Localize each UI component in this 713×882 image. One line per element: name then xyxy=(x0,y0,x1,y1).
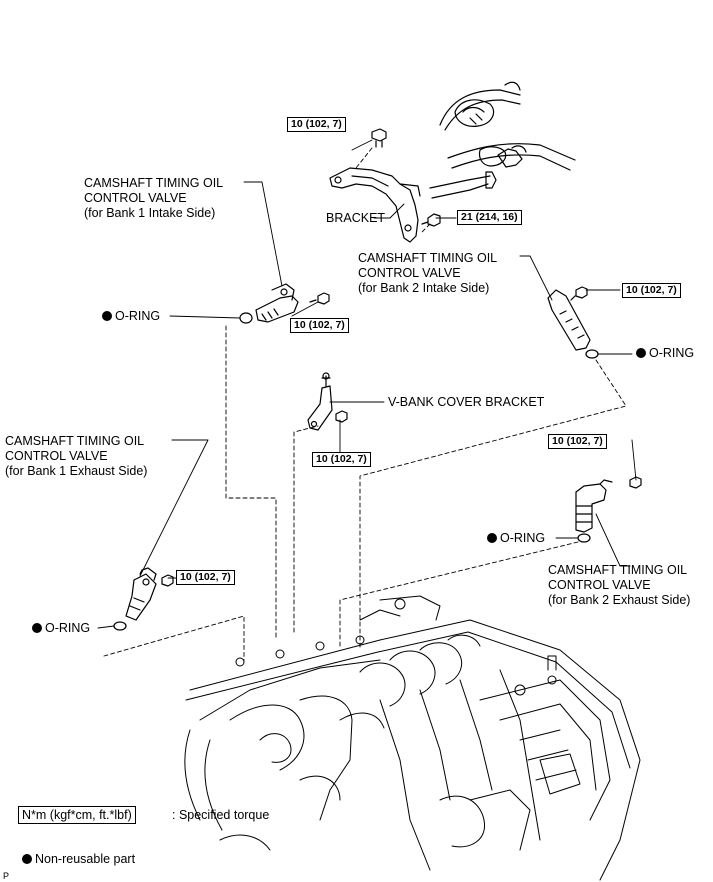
label-valve-bank1-intake: CAMSHAFT TIMING OIL CONTROL VALVE (for B… xyxy=(84,176,224,220)
torque-bank2-exhaust: 10 (102, 7) xyxy=(548,434,607,449)
nonreusable-dot-icon xyxy=(102,311,112,321)
torque-bracket-side: 21 (214, 16) xyxy=(457,210,522,225)
torque-bracket-top: 10 (102, 7) xyxy=(287,117,346,132)
legend-torque-desc: : Specified torque xyxy=(172,808,270,822)
corner-mark: P xyxy=(3,871,10,881)
label-oring-bank1-intake: O-RING xyxy=(102,309,160,324)
label-oring-bank1-exhaust: O-RING xyxy=(32,621,90,636)
valve-bank2-intake xyxy=(547,286,599,359)
valve-bank2-exhaust xyxy=(575,476,642,543)
label-bracket: BRACKET xyxy=(326,211,386,225)
engine-block xyxy=(184,595,641,881)
torque-bank1-exhaust: 10 (102, 7) xyxy=(176,570,235,585)
guide-lines xyxy=(103,147,627,661)
torque-bank2-intake: 10 (102, 7) xyxy=(622,283,681,298)
label-vbank-cover-bracket: V-BANK COVER BRACKET xyxy=(388,395,545,409)
wiring-harness xyxy=(429,81,576,199)
torque-bank1-intake: 10 (102, 7) xyxy=(290,318,349,333)
nonreusable-dot-icon xyxy=(636,348,646,358)
nonreusable-dot-icon xyxy=(32,623,42,633)
bracket-part xyxy=(329,128,441,243)
label-oring-bank2-exhaust: O-RING xyxy=(487,531,545,546)
label-valve-bank1-exhaust: CAMSHAFT TIMING OIL CONTROL VALVE (for B… xyxy=(5,434,148,478)
label-oring-bank2-intake: O-RING xyxy=(636,346,694,361)
leader-lines xyxy=(97,139,637,629)
label-valve-bank2-exhaust: CAMSHAFT TIMING OIL CONTROL VALVE (for B… xyxy=(548,563,691,607)
legend-nonreusable: Non-reusable part xyxy=(22,851,135,867)
torque-vbank: 10 (102, 7) xyxy=(312,452,371,467)
legend-torque-unit: N*m (kgf*cm, ft.*lbf) xyxy=(18,806,136,824)
vbank-cover-bracket-part xyxy=(307,372,348,431)
nonreusable-dot-icon xyxy=(487,533,497,543)
valve-bank1-exhaust xyxy=(113,567,174,631)
label-valve-bank2-intake: CAMSHAFT TIMING OIL CONTROL VALVE (for B… xyxy=(358,251,498,295)
nonreusable-dot-icon xyxy=(22,854,32,864)
